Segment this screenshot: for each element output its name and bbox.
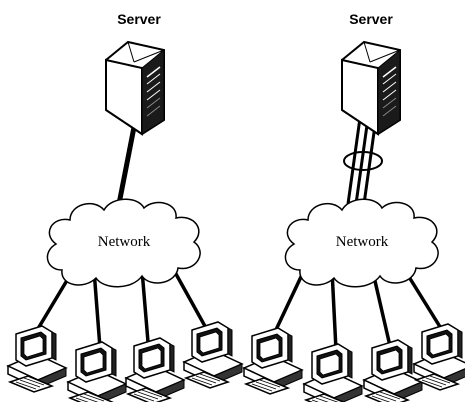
right-client-pc-icon-4 — [413, 323, 465, 391]
right-network-cloud: Network — [284, 198, 439, 288]
link-bundle-ellipse — [343, 151, 383, 171]
left-server-title: Server — [117, 11, 161, 27]
left-network-cloud: Network — [46, 198, 201, 288]
left-client-pc-icon-3 — [125, 337, 185, 402]
right-panel: Server Network — [243, 11, 465, 402]
left-network-label: Network — [98, 234, 151, 250]
right-client-pc-icon-1 — [243, 327, 303, 395]
left-client-link-2 — [92, 269, 102, 349]
right-network-label: Network — [336, 234, 389, 250]
left-panel: Server Network — [7, 11, 243, 402]
right-client-link-2 — [330, 269, 338, 351]
right-server-link-1 — [346, 117, 362, 205]
right-server-icon — [341, 41, 401, 135]
left-server-link — [116, 121, 138, 205]
right-server-link-2 — [354, 117, 370, 205]
left-client-pc-icon-4 — [183, 321, 243, 389]
right-client-pc-icon-2 — [303, 343, 363, 402]
left-client-pc-icon-2 — [67, 341, 127, 402]
left-client-link-3 — [140, 269, 150, 343]
left-server-icon — [105, 41, 165, 135]
left-client-pc-icon-1 — [7, 325, 67, 393]
right-server-title: Server — [349, 11, 393, 27]
